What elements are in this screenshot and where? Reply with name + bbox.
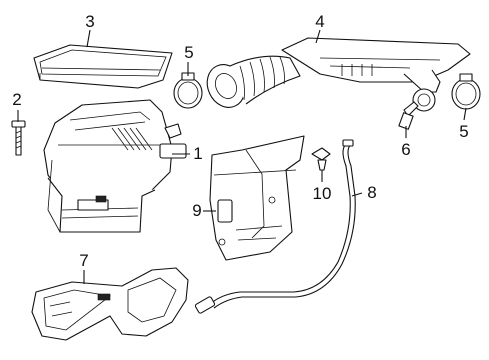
leader-4 [315,29,321,44]
drain-hose [194,139,356,314]
callout-4: 4 [315,12,325,31]
callout-10: 10 [312,184,332,203]
air-cleaner-housing [43,99,187,233]
leader-3 [86,29,91,48]
callout-8: 8 [367,183,377,202]
callout-1: 1 [193,144,203,163]
callout-9: 9 [192,201,202,220]
push-pin-retainer [311,147,331,171]
air-temp-sensor [398,101,419,130]
callout-5-right: 5 [459,122,469,141]
bolt-part [11,120,26,156]
hose-clamp-left [173,72,203,109]
air-inlet-duct [206,37,471,112]
callout-6: 6 [401,140,411,159]
hose-clamp-right [451,73,481,110]
callout-3: 3 [85,12,95,31]
air-filter-element [33,44,173,89]
callout-5-left: 5 [184,43,194,62]
callout-2: 2 [12,90,22,109]
leader-8 [351,192,363,197]
lower-air-duct [31,267,189,341]
leader-5b [463,107,467,121]
air-deflector-shield [209,135,305,261]
callout-7: 7 [79,251,89,270]
leader-lines [17,29,467,284]
